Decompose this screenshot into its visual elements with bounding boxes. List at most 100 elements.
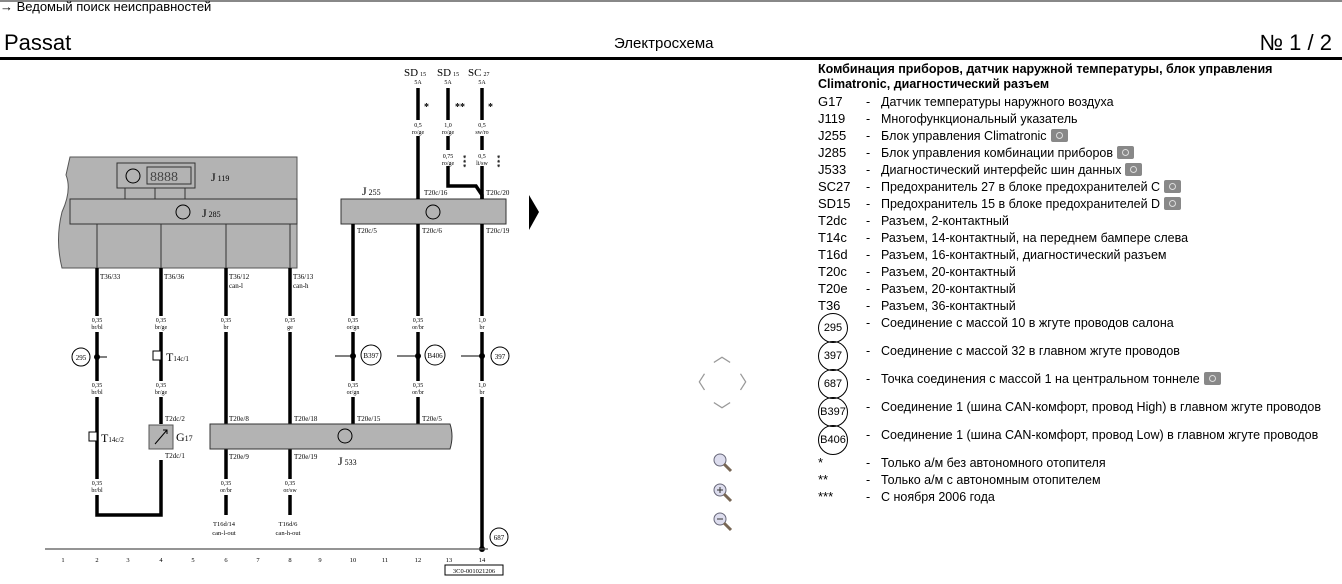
svg-text:1,0: 1,0: [478, 383, 486, 389]
zoom-in-button[interactable]: [712, 482, 734, 504]
svg-text:397: 397: [495, 353, 506, 361]
legend-description: Разъем, 20-контактный: [881, 282, 1016, 296]
legend-code: 295: [818, 313, 866, 343]
legend-text: Блок управления комбинации приборов: [881, 145, 1338, 161]
note-marker: *: [488, 102, 493, 113]
legend-description: Предохранитель 27 в блоке предохранителе…: [881, 180, 1161, 194]
control-unit-icon: [175, 204, 191, 220]
legend-text: Разъем, 16-контактный, диагностический р…: [881, 247, 1338, 263]
legend-description: Разъем, 2-контактный: [881, 214, 1009, 228]
camera-icon[interactable]: [1050, 129, 1068, 142]
camera-icon[interactable]: [1164, 180, 1182, 193]
legend-code: ***: [818, 489, 834, 504]
legend-code: **: [818, 472, 829, 487]
ground-circle: B406: [818, 425, 848, 455]
pan-up-button[interactable]: ︿: [713, 346, 731, 366]
legend-description: Разъем, 14-контактный, на переднем бампе…: [881, 231, 1189, 245]
signal-wires: [95, 224, 484, 549]
legend-code: J285: [818, 145, 847, 160]
ground-circle: B397: [818, 397, 848, 427]
camera-icon[interactable]: [1203, 372, 1221, 385]
legend-item: SC27-Предохранитель 27 в блоке предохран…: [818, 179, 1338, 196]
svg-text:br: br: [224, 325, 229, 331]
legend-code: T20e: [818, 281, 848, 296]
top-border: [0, 0, 1342, 2]
svg-text:0,5: 0,5: [478, 123, 486, 129]
legend-description: Разъем, 16-контактный, диагностический р…: [881, 248, 1167, 262]
svg-text:0,35: 0,35: [156, 383, 167, 389]
pan-right-button[interactable]: 〉: [739, 373, 757, 393]
svg-text:T36/36: T36/36: [164, 273, 185, 281]
separator: -: [866, 146, 871, 160]
svg-text:sw/ro: sw/ro: [475, 130, 488, 136]
pan-left-button[interactable]: 〈: [688, 373, 706, 393]
next-page-arrow-icon[interactable]: [529, 195, 539, 230]
separator: -: [866, 163, 871, 177]
legend-description: Соединение 1 (шина CAN-комфорт, провод L…: [881, 428, 1319, 442]
svg-text:B406: B406: [427, 352, 443, 360]
fault-finding-link[interactable]: → Ведомый поиск неисправностей: [0, 0, 212, 14]
separator: -: [866, 473, 871, 487]
svg-text:can-h-out: can-h-out: [276, 530, 301, 537]
svg-text:can-h: can-h: [293, 282, 309, 290]
svg-text:T20e/9: T20e/9: [229, 453, 249, 461]
svg-text:0,5: 0,5: [478, 154, 486, 160]
svg-text:1,0: 1,0: [444, 123, 452, 129]
legend-description: Разъем, 36-контактный: [881, 299, 1016, 313]
separator: -: [866, 456, 871, 470]
legend-item: T20c-Разъем, 20-контактный: [818, 264, 1338, 281]
legend-text: Соединение с массой 32 в главном жгуте п…: [881, 343, 1338, 359]
ground-295: [71, 347, 91, 367]
legend-code: J533: [818, 162, 847, 177]
svg-text:T20c/16: T20c/16: [424, 189, 448, 197]
camera-icon[interactable]: [1125, 163, 1143, 176]
column-number: 8: [288, 557, 291, 564]
note-marker: ***: [493, 155, 501, 169]
legend-item: **-Только а/м с автономным отопителем: [818, 472, 1338, 489]
svg-text:T20c/19: T20c/19: [486, 227, 510, 235]
camera-icon[interactable]: [1164, 197, 1182, 210]
legend-text: Диагностический интерфейс шин данных: [881, 162, 1338, 178]
legend-description: Блок управления комбинации приборов: [881, 146, 1114, 160]
separator: -: [866, 316, 871, 330]
svg-text:0,35: 0,35: [92, 383, 103, 389]
control-unit-icon: [125, 168, 141, 184]
legend-text: Разъем, 20-контактный: [881, 264, 1338, 280]
legend-item: T16d-Разъем, 16-контактный, диагностичес…: [818, 247, 1338, 264]
separator: -: [866, 248, 871, 262]
legend-item: B406-Соединение 1 (шина CAN-комфорт, про…: [818, 425, 1338, 455]
legend-code: T20c: [818, 264, 847, 279]
power-wires: [416, 88, 484, 199]
separator: -: [866, 197, 871, 211]
svg-text:0,35: 0,35: [92, 481, 103, 487]
legend-item: J285 -Блок управления комбинации приборов: [818, 145, 1338, 162]
legend-description: Точка соединения с массой 1 на центральн…: [881, 372, 1200, 386]
legend-text: Разъем, 36-контактный: [881, 298, 1338, 314]
document-type: Электросхема: [614, 35, 714, 52]
separator: -: [866, 299, 871, 313]
svg-text:687: 687: [494, 534, 505, 542]
column-number: 5: [191, 557, 194, 564]
separator: -: [866, 231, 871, 245]
svg-text:li/sw: li/sw: [476, 161, 488, 167]
legend-code: 687: [818, 369, 866, 399]
legend-item: G17-Датчик температуры наружного воздуха: [818, 94, 1338, 111]
display-box: [146, 166, 192, 185]
legend-text: Блок управления Climatronic: [881, 128, 1338, 144]
pan-down-button[interactable]: ﹀: [713, 401, 731, 421]
svg-text:or/sw: or/sw: [283, 488, 297, 494]
fuse-rating: 5A: [478, 80, 486, 86]
zoom-fit-button[interactable]: [712, 452, 734, 474]
svg-text:ro/ge: ro/ge: [412, 130, 425, 136]
page-number: № 1 / 2: [1259, 30, 1332, 55]
column-number: 2: [95, 557, 98, 564]
svg-text:0,35: 0,35: [348, 318, 359, 324]
zoom-out-button[interactable]: [712, 511, 734, 533]
svg-text:T20e/18: T20e/18: [294, 415, 318, 423]
camera-icon[interactable]: [1117, 146, 1135, 159]
connector-icon: [152, 350, 162, 361]
svg-text:T20e/19: T20e/19: [294, 453, 318, 461]
